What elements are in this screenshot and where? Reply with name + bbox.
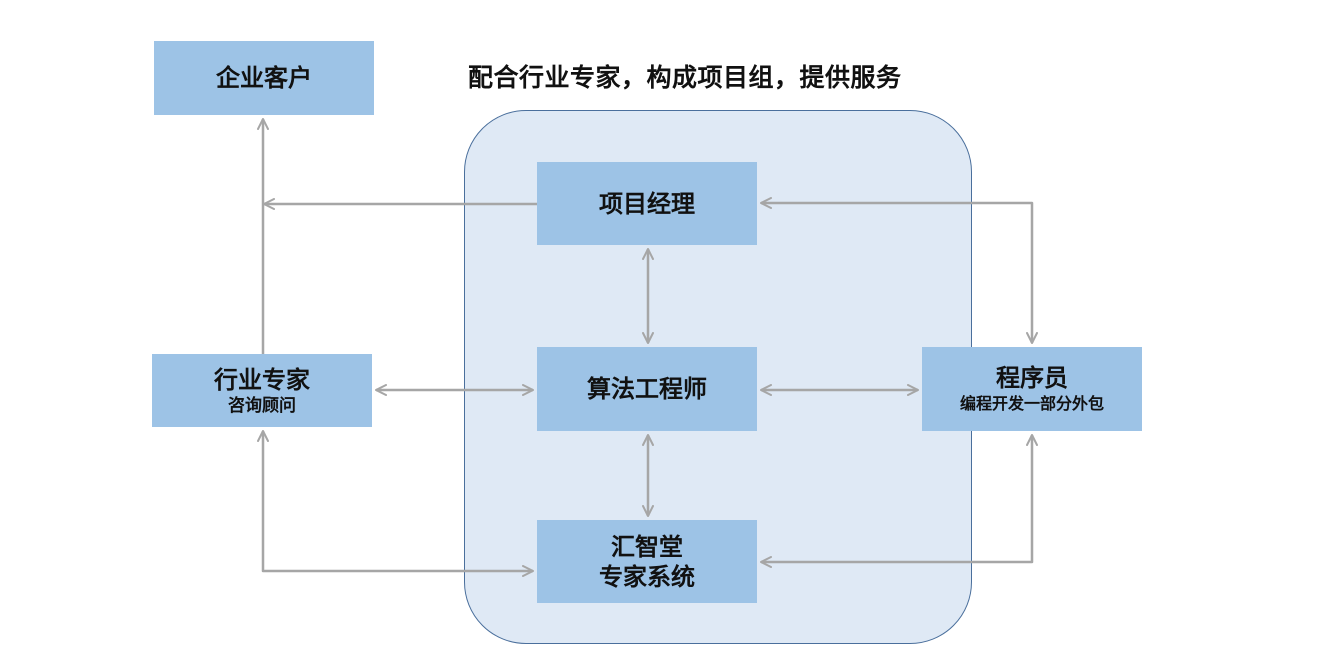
edge-pm-to-prog [760,197,1038,344]
project-manager-label: 项目经理 [599,189,695,218]
client-label: 企业客户 [216,64,312,92]
expert-system-label-line1: 汇智堂 [611,532,683,561]
project-manager-node: 项目经理 [537,162,757,245]
diagram-title: 配合行业专家，构成项目组，提供服务 [468,63,902,92]
industry-expert-sublabel: 咨询顾问 [228,395,296,416]
programmer-node: 程序员 编程开发一部分外包 [922,347,1142,431]
algorithm-engineer-label: 算法工程师 [587,375,707,403]
programmer-sublabel: 编程开发一部分外包 [959,394,1104,413]
client-node: 企业客户 [154,41,374,115]
expert-system-label-line2: 专家系统 [599,562,695,591]
expert-system-node: 汇智堂 专家系统 [537,520,757,603]
industry-expert-node: 行业专家 咨询顾问 [152,354,372,427]
programmer-label: 程序员 [996,364,1068,392]
algorithm-engineer-node: 算法工程师 [537,347,757,431]
industry-expert-label: 行业专家 [214,365,310,394]
edge-hzt-to-prog [760,434,1038,568]
edge-expert-to-hzt [257,430,534,577]
